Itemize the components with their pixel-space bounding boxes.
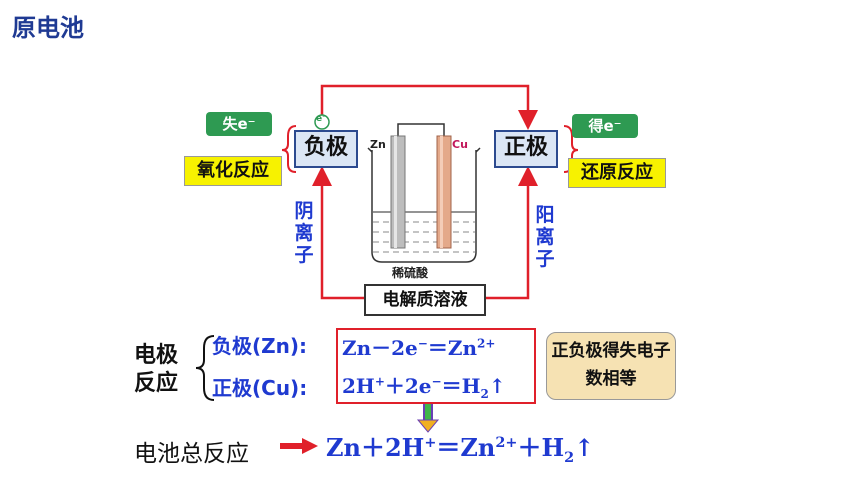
zn-rod bbox=[390, 135, 406, 249]
oxidation-tag: 氧化反应 bbox=[184, 156, 282, 186]
reaction-brace bbox=[195, 335, 215, 401]
equation-box bbox=[336, 328, 536, 404]
negative-equation: Zn－2e−＝Zn2+ bbox=[342, 336, 496, 360]
balance-note: 正负极得失电子数相等 bbox=[546, 332, 676, 400]
down-arrow bbox=[416, 402, 440, 433]
anion-path bbox=[312, 166, 364, 300]
lose-electron-tag: 失e⁻ bbox=[206, 112, 272, 136]
electron-label: e⁻ bbox=[316, 114, 327, 124]
anion-label: 阴离子 bbox=[294, 200, 314, 266]
total-reaction-label: 电池总反应 bbox=[134, 441, 249, 467]
gain-electron-tag: 得e⁻ bbox=[572, 114, 638, 138]
positive-equation: 2H+＋2e−＝H2↑ bbox=[342, 374, 506, 401]
negative-reaction-label: 负极(Zn): bbox=[212, 334, 308, 358]
left-bracket bbox=[281, 125, 297, 173]
external-wire bbox=[320, 84, 538, 130]
electrode-reaction-heading: 电极反应 bbox=[134, 343, 179, 396]
total-equation: Zn＋2H+＝Zn2+＋H2↑ bbox=[326, 433, 595, 466]
beaker bbox=[371, 150, 477, 263]
electrolyte-box: 电解质溶液 bbox=[364, 284, 486, 316]
cation-label: 阳离子 bbox=[535, 204, 555, 270]
cu-label: Cu bbox=[452, 138, 468, 151]
positive-reaction-label: 正极(Cu): bbox=[212, 376, 308, 400]
rod-wire bbox=[397, 123, 445, 136]
negative-electrode: 负极 bbox=[294, 130, 358, 168]
cu-rod bbox=[436, 135, 452, 249]
cation-path bbox=[482, 166, 538, 300]
reduction-tag: 还原反应 bbox=[568, 158, 666, 188]
page-title: 原电池 bbox=[12, 14, 84, 42]
electron-circle bbox=[314, 114, 330, 130]
zn-label: Zn bbox=[370, 138, 386, 151]
acid-label: 稀硫酸 bbox=[392, 266, 429, 280]
positive-electrode: 正极 bbox=[494, 130, 558, 168]
